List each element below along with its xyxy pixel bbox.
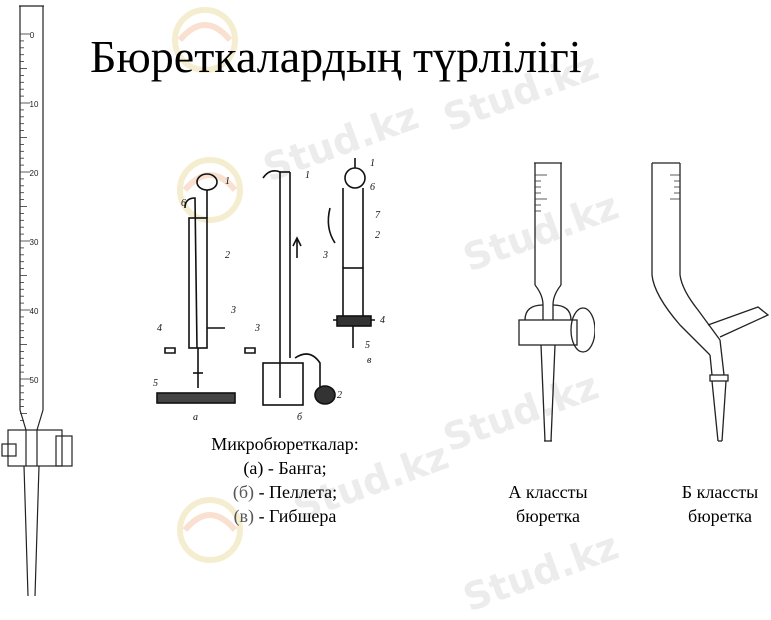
- class-b-line2: бюретка: [688, 506, 752, 526]
- graduated-burette-illustration: [1, 5, 73, 597]
- scale-label-20: 20: [30, 169, 39, 178]
- part-7c: 7: [375, 210, 381, 221]
- class-b-line1: Б классты: [681, 482, 759, 502]
- part-6c: 6: [370, 182, 375, 193]
- class-b-ticks: [670, 174, 680, 200]
- class-a-caption: А класcты бюретка: [488, 480, 608, 528]
- scale-label-50: 50: [30, 376, 39, 385]
- class-a-line1: А класcты: [508, 482, 588, 502]
- caption-bang: (а) - Банга;: [243, 458, 327, 478]
- slide-title: Бюреткалардың түрлілігі: [90, 31, 582, 82]
- watermark-logo-3: [177, 497, 243, 563]
- class-a-burette-illustration: [518, 162, 595, 442]
- panel-letter-b: б: [297, 412, 303, 423]
- part-1b: 1: [305, 170, 310, 181]
- part-3a: 3: [230, 305, 236, 316]
- part-4c: 4: [380, 315, 385, 326]
- microburettes-diagram: 1 6 2 3 4 3 5 1 2 1 6 7 2 3 4 5 а б в: [153, 158, 385, 423]
- caption-gibsher: (в) - Гибшера: [233, 506, 337, 526]
- panel-letter-c: в: [367, 355, 372, 366]
- scale-label-0: 0: [30, 31, 35, 40]
- part-3b: 3: [254, 323, 260, 334]
- scale-label-10: 10: [30, 100, 39, 109]
- part-6a: 6: [181, 198, 186, 209]
- watermark-5: Stud.kz: [457, 523, 625, 620]
- part-1c: 1: [370, 158, 375, 169]
- class-b-caption: Б классты бюретка: [660, 480, 771, 528]
- burette-tick-marks: [20, 33, 30, 421]
- scale-label-40: 40: [30, 307, 39, 316]
- watermark-logo-2: [177, 157, 243, 223]
- part-5c: 5: [365, 340, 370, 351]
- microburettes-caption: Микробюреткалар: (а) - Банга; (б) - Пелл…: [180, 432, 390, 528]
- class-a-ticks: [535, 174, 547, 212]
- part-2b: 2: [337, 390, 342, 401]
- scale-label-30: 30: [30, 238, 39, 247]
- watermark-logo-1: [172, 7, 238, 73]
- caption-heading: Микробюреткалар:: [211, 434, 359, 454]
- panel-letter-a: а: [193, 412, 198, 423]
- part-2c: 2: [375, 230, 380, 241]
- part-5a: 5: [153, 378, 158, 389]
- part-2a: 2: [225, 250, 230, 261]
- burette-scale-labels: 0 10 20 30 40 50: [30, 31, 39, 385]
- caption-pellet: (б) - Пеллета;: [232, 482, 338, 502]
- part-4a: 4: [157, 323, 162, 334]
- part-1a: 1: [225, 176, 230, 187]
- part-3c: 3: [322, 250, 328, 261]
- class-a-line2: бюретка: [516, 506, 580, 526]
- class-b-burette-illustration: [651, 162, 770, 442]
